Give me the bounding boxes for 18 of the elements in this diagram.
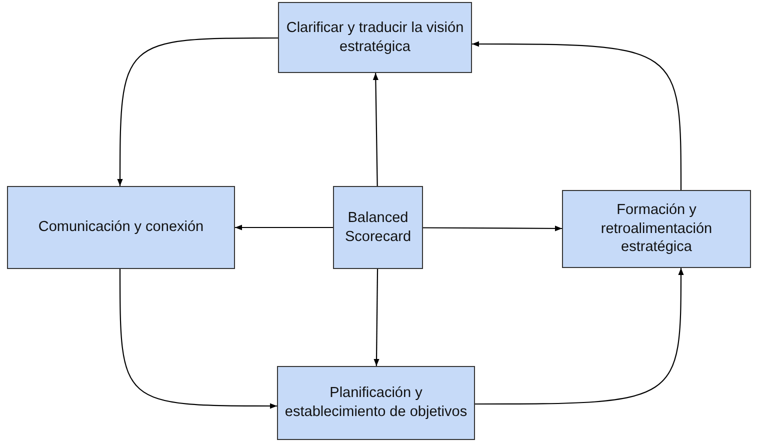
box-label: Clarificar y traducir la visión estratégica — [285, 18, 465, 56]
process-box — [7, 186, 235, 269]
process-box — [333, 186, 423, 269]
process-box — [278, 2, 472, 73]
arrow — [423, 226, 562, 232]
arrow — [372, 73, 378, 186]
box-label: Comunicación y conexión — [38, 218, 204, 237]
arrow — [117, 37, 278, 186]
arrow — [119, 269, 277, 409]
arrow — [475, 268, 684, 405]
process-box — [562, 190, 751, 268]
arrow — [472, 41, 682, 190]
box-label: Formación y retroalimentación estratégica — [600, 200, 714, 258]
arrow — [374, 269, 380, 366]
process-box — [277, 366, 475, 440]
arrow — [235, 224, 333, 230]
box-label: Planificación y establecimiento de objetivos — [284, 384, 468, 422]
box-label: Balanced Scorecard — [344, 208, 412, 246]
